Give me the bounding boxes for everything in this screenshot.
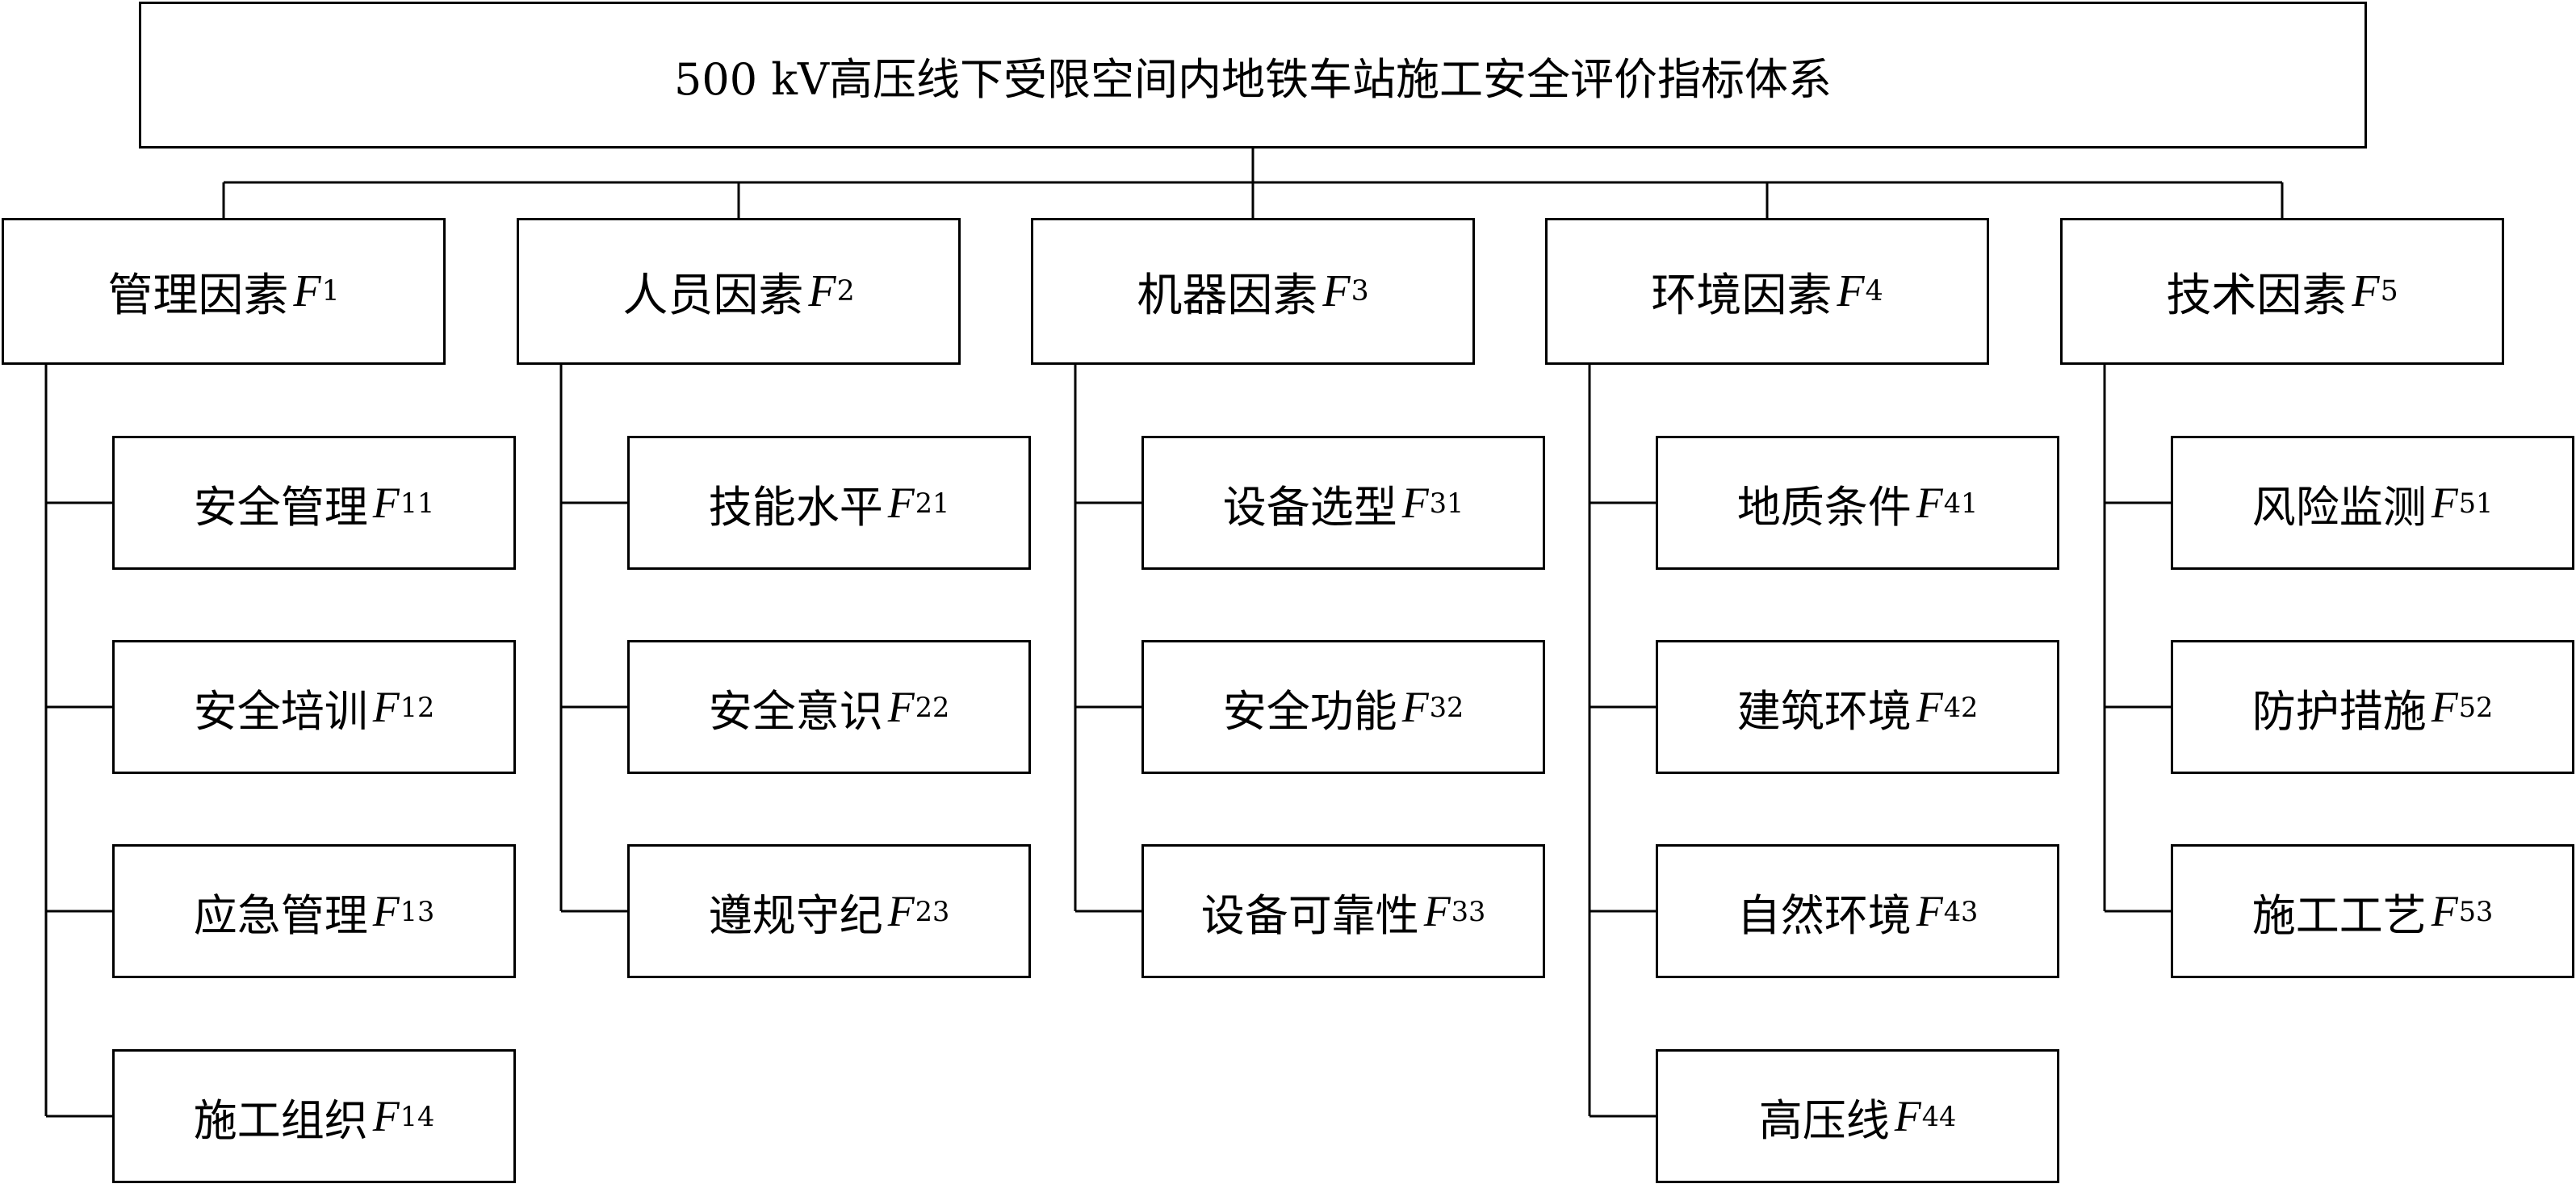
category-4-label: 环境因素	[1651, 269, 1833, 322]
indicator-1-1-symbol: F	[372, 479, 400, 527]
root-title: 500 kV高压线下受限空间内地铁车站施工安全评价指标体系	[674, 53, 1832, 105]
root-title-box: 500 kV高压线下受限空间内地铁车站施工安全评价指标体系	[139, 2, 2367, 148]
indicator-5-1-symbol: F	[2431, 479, 2458, 527]
category-3-symbol: F	[1322, 266, 1351, 316]
category-1-subscript: 1	[321, 275, 340, 307]
indicator-3-1-symbol: F	[1401, 479, 1429, 527]
indicator-2-2-symbol: F	[887, 683, 915, 731]
indicator-3-2-label: 安全功能	[1222, 685, 1397, 737]
indicator-4-2-subscript: 42	[1943, 691, 1979, 723]
indicator-4-4-label: 高压线	[1758, 1094, 1890, 1146]
indicator-3-1-subscript: 31	[1429, 487, 1464, 519]
indicator-4-2-symbol: F	[1916, 683, 1943, 731]
indicator-4-3-label: 自然环境	[1736, 889, 1912, 941]
indicator-2-2-label: 安全意识	[708, 685, 883, 737]
indicator-1-1-subscript: 11	[400, 487, 435, 519]
indicator-4-3-subscript: 43	[1943, 895, 1979, 927]
indicator-1-1-label: 安全管理	[193, 481, 368, 533]
indicator-5-3-label: 施工工艺	[2251, 889, 2427, 941]
indicator-2-3-subscript: 23	[915, 895, 950, 927]
category-5-subscript: 5	[2380, 275, 2398, 307]
indicator-1-4-label: 施工组织	[193, 1094, 368, 1146]
indicator-3-2-subscript: 32	[1429, 691, 1464, 723]
indicator-4-1-symbol: F	[1916, 479, 1943, 527]
indicator-1-3-symbol: F	[372, 887, 400, 935]
indicator-3-2-symbol: F	[1401, 683, 1429, 731]
indicator-2-1-label: 技能水平	[708, 481, 883, 533]
category-2-subscript: 2	[836, 275, 855, 307]
indicator-5-3-symbol: F	[2431, 887, 2458, 935]
indicator-3-3-label: 设备可靠性	[1200, 889, 1419, 941]
indicator-5-1-label: 风险监测	[2251, 481, 2427, 533]
indicator-1-3-subscript: 13	[400, 895, 435, 927]
category-5-symbol: F	[2352, 266, 2380, 316]
category-4-symbol: F	[1837, 266, 1865, 316]
indicator-5-2-subscript: 52	[2458, 691, 2494, 723]
indicator-4-1-subscript: 41	[1943, 487, 1979, 519]
indicator-2-3-label: 遵规守纪	[708, 889, 883, 941]
indicator-1-4-subscript: 14	[400, 1100, 435, 1132]
category-1-label: 管理因素	[107, 269, 289, 322]
indicator-4-1-label: 地质条件	[1736, 481, 1912, 533]
indicator-2-3-symbol: F	[887, 887, 915, 935]
category-2-symbol: F	[808, 266, 836, 316]
category-5-label: 技术因素	[2166, 269, 2348, 322]
indicator-2-2-subscript: 22	[915, 691, 950, 723]
indicator-4-4-symbol: F	[1894, 1092, 1921, 1140]
indicator-5-3-subscript: 53	[2458, 895, 2494, 927]
indicator-4-4-subscript: 44	[1921, 1100, 1957, 1132]
indicator-2-1-symbol: F	[887, 479, 915, 527]
indicator-5-1-subscript: 51	[2458, 487, 2494, 519]
indicator-4-3-symbol: F	[1916, 887, 1943, 935]
indicator-1-2-label: 安全培训	[193, 685, 368, 737]
indicator-2-1-subscript: 21	[915, 487, 950, 519]
category-2-label: 人员因素	[622, 269, 804, 322]
category-4-subscript: 4	[1865, 275, 1883, 307]
indicator-4-2-label: 建筑环境	[1736, 685, 1912, 737]
indicator-1-2-subscript: 12	[400, 691, 435, 723]
indicator-3-3-subscript: 33	[1451, 895, 1486, 927]
indicator-1-3-label: 应急管理	[193, 889, 368, 941]
indicator-5-2-symbol: F	[2431, 683, 2458, 731]
category-3-subscript: 3	[1351, 275, 1369, 307]
indicator-1-4-symbol: F	[372, 1092, 400, 1140]
indicator-3-1-label: 设备选型	[1222, 481, 1397, 533]
category-3-label: 机器因素	[1137, 269, 1318, 322]
indicator-3-3-symbol: F	[1423, 887, 1451, 935]
category-1-symbol: F	[293, 266, 321, 316]
indicator-1-2-symbol: F	[372, 683, 400, 731]
indicator-5-2-label: 防护措施	[2251, 685, 2427, 737]
